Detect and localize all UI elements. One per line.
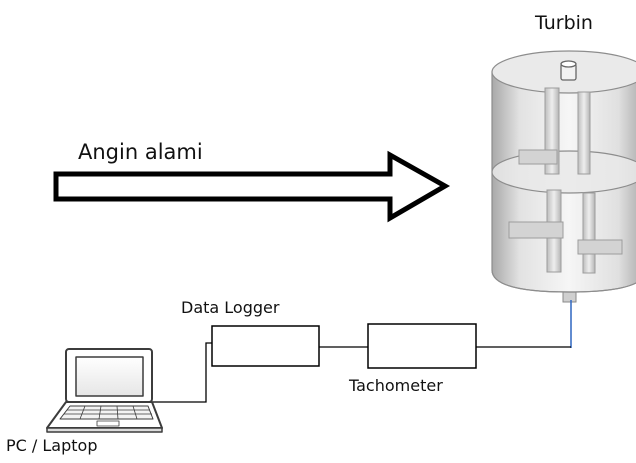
data-logger-label: Data Logger xyxy=(181,298,280,317)
tachometer-label: Tachometer xyxy=(349,376,443,395)
wind-arrow xyxy=(53,150,451,223)
turbine xyxy=(491,50,636,303)
turbine-label: Turbin xyxy=(535,12,593,34)
wind-label: Angin alami xyxy=(78,140,203,164)
data-logger-box xyxy=(211,325,320,367)
pc-label: PC / Laptop xyxy=(6,436,98,455)
tachometer-box xyxy=(367,323,477,369)
wire-logger-laptop xyxy=(150,342,212,403)
laptop-icon xyxy=(46,348,163,433)
